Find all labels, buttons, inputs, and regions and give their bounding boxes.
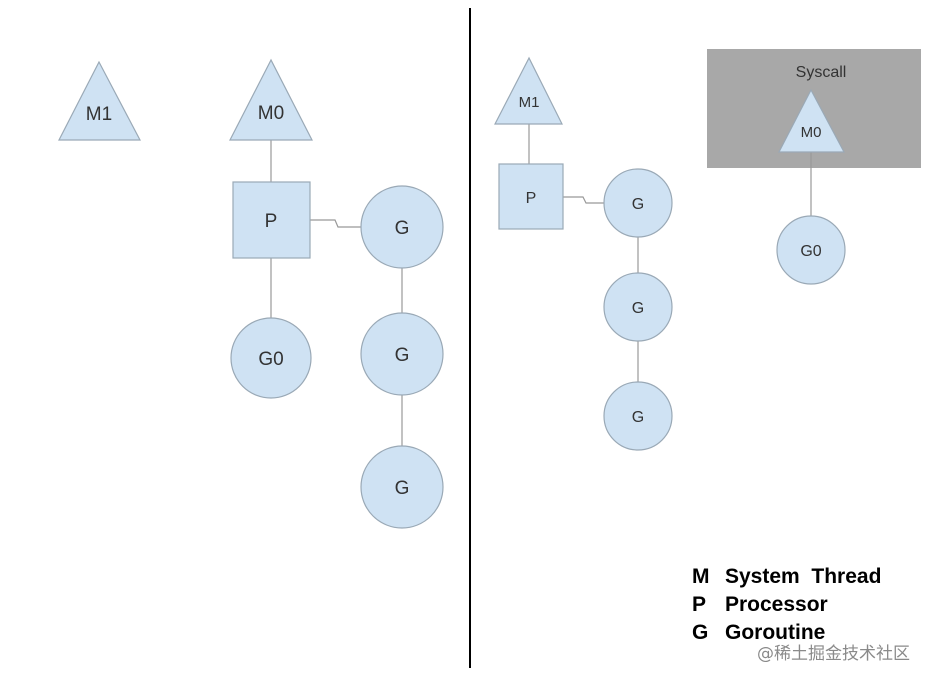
runqueue-goroutine-circle [603, 272, 673, 342]
legend-item-goroutine: G Goroutine [692, 619, 881, 647]
legend-item-thread: M System Thread [692, 563, 881, 591]
m0-thread-label: M0 [258, 103, 284, 124]
runqueue-goroutine-label: G [632, 409, 644, 426]
m1-thread-label: M1 [86, 104, 112, 125]
legend-text: Processor [725, 593, 828, 616]
m0-thread-triangle [778, 88, 845, 153]
m0-thread-triangle [229, 58, 313, 141]
syscall-title: Syscall [796, 64, 847, 81]
runqueue-goroutine-circle [603, 381, 673, 451]
left-scenario: M1 M0 P G0 G G G [58, 58, 444, 529]
legend-text: Goroutine [725, 621, 826, 644]
legend-text: System Thread [725, 565, 882, 588]
g0-goroutine-label: G0 [258, 349, 283, 370]
runqueue-goroutine-circle [360, 312, 444, 396]
runqueue-goroutine-label: G [395, 218, 410, 239]
legend: M System Thread P Processor G Goroutine [692, 563, 881, 647]
legend-item-processor: P Processor [692, 591, 881, 619]
runqueue-goroutine-label: G [395, 478, 410, 499]
g0-goroutine-circle [776, 215, 846, 285]
runqueue-goroutine-label: G [395, 345, 410, 366]
connector-p-runqueue [563, 196, 605, 204]
connector-p-runqueue [310, 219, 362, 228]
runqueue-goroutine-circle [603, 168, 673, 238]
legend-key: G [692, 621, 709, 644]
processor-label: P [526, 190, 537, 207]
processor-square [232, 181, 311, 259]
processor-label: P [265, 211, 278, 232]
runqueue-goroutine-label: G [632, 300, 644, 317]
runqueue-goroutine-circle [360, 445, 444, 529]
legend-key: P [692, 593, 707, 616]
m1-thread-triangle [58, 60, 141, 141]
m1-thread-label: M1 [519, 94, 540, 111]
legend-key: M [692, 565, 710, 588]
m0-thread-label: M0 [801, 124, 822, 141]
g0-goroutine-label: G0 [800, 243, 821, 260]
m1-thread-triangle [494, 56, 563, 125]
runqueue-goroutine-circle [360, 185, 444, 269]
right-scenario: Syscall M0 G0 M1 P G G G [494, 49, 921, 451]
runqueue-goroutine-label: G [632, 196, 644, 213]
g0-goroutine-circle [230, 317, 312, 399]
watermark: @稀土掘金技术社区 [757, 644, 910, 664]
processor-square [498, 163, 564, 230]
